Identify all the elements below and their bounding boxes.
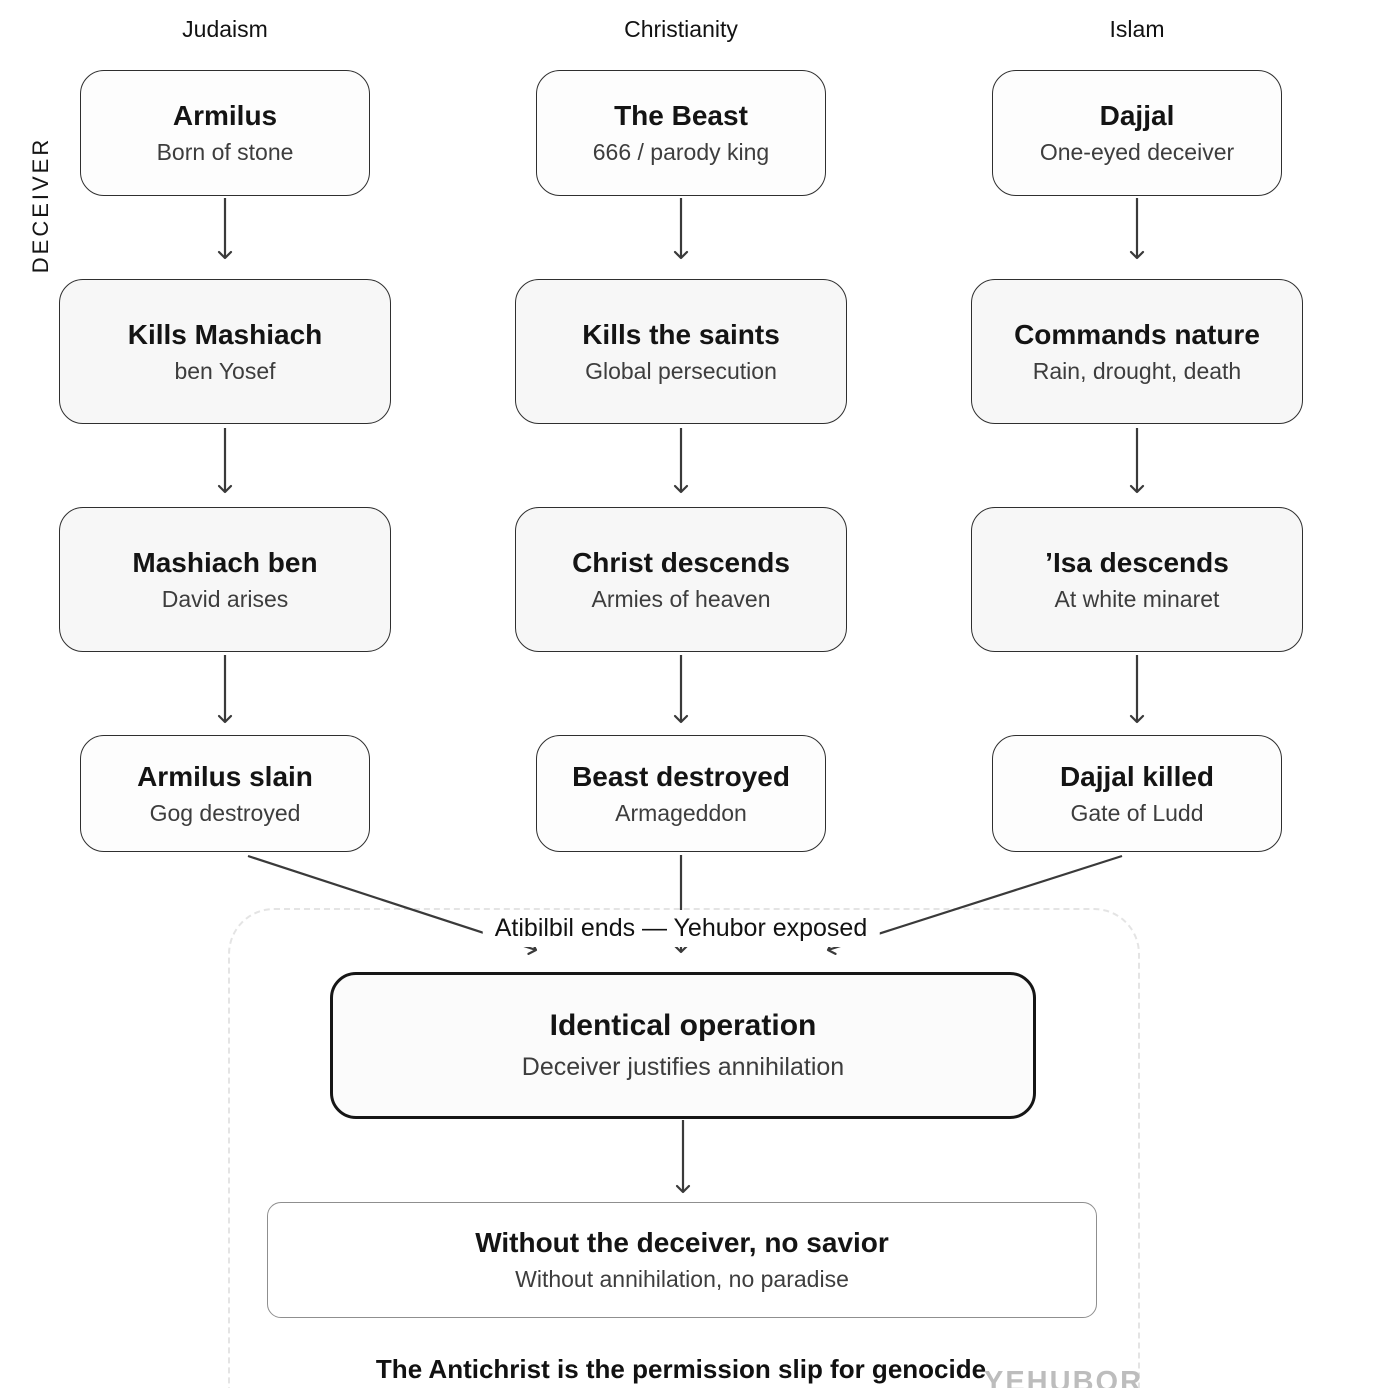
- node-title: Without the deceiver, no savior: [475, 1227, 889, 1259]
- conclusion-frame: [228, 908, 1140, 1388]
- node-beast-destroyed: Beast destroyed Armageddon: [536, 735, 826, 852]
- node-title: Armilus slain: [137, 760, 313, 792]
- node-mashiach-ben-david: Mashiach ben David arises: [59, 507, 391, 652]
- node-subtitle: David arises: [161, 585, 289, 612]
- column-header-judaism: Judaism: [182, 16, 268, 42]
- node-commands-nature: Commands nature Rain, drought, death: [971, 279, 1303, 424]
- node-subtitle: Born of stone: [156, 139, 294, 166]
- node-title: Dajjal: [1099, 100, 1175, 132]
- node-title: Beast destroyed: [572, 760, 790, 792]
- node-armilus-slain: Armilus slain Gog destroyed: [80, 735, 370, 852]
- node-subtitle: ben Yosef: [174, 357, 276, 384]
- node-dajjal-killed: Dajjal killed Gate of Ludd: [992, 735, 1282, 852]
- node-subtitle: Rain, drought, death: [1032, 357, 1242, 384]
- footer-statement: The Antichrist is the permission slip fo…: [375, 1354, 987, 1384]
- node-the-beast: The Beast 666 / parody king: [536, 70, 826, 196]
- node-title: Commands nature: [1014, 318, 1260, 350]
- node-title: Mashiach ben: [132, 546, 318, 578]
- watermark-yehubor: YEHUBOR: [984, 1366, 1144, 1388]
- node-title: Dajjal killed: [1059, 760, 1215, 792]
- node-title: Kills the saints: [582, 318, 780, 350]
- column-header-christianity: Christianity: [624, 16, 738, 42]
- node-title: Christ descends: [572, 546, 790, 578]
- node-dajjal: Dajjal One-eyed deceiver: [992, 70, 1282, 196]
- side-label-deceiver: DECEIVER: [28, 136, 53, 274]
- node-christ-descends: Christ descends Armies of heaven: [515, 507, 847, 652]
- node-subtitle: At white minaret: [1054, 585, 1220, 612]
- node-subtitle: Armageddon: [615, 799, 747, 826]
- node-title: Identical operation: [549, 1009, 817, 1043]
- node-subtitle: Gate of Ludd: [1070, 799, 1204, 826]
- node-subtitle: 666 / parody king: [592, 139, 770, 166]
- node-title: ’Isa descends: [1045, 546, 1229, 578]
- node-subtitle: Deceiver justifies annihilation: [521, 1052, 845, 1081]
- node-kills-mashiach: Kills Mashiach ben Yosef: [59, 279, 391, 424]
- node-subtitle: Without annihilation, no paradise: [515, 1266, 849, 1293]
- convergence-label: Atibilbil ends — Yehubor exposed: [482, 910, 880, 947]
- node-title: Kills Mashiach: [127, 318, 323, 350]
- node-identical-operation: Identical operation Deceiver justifies a…: [330, 972, 1036, 1119]
- node-subtitle: Armies of heaven: [591, 585, 771, 612]
- node-isa-descends: ’Isa descends At white minaret: [971, 507, 1303, 652]
- column-header-islam: Islam: [1109, 16, 1165, 42]
- node-subtitle: One-eyed deceiver: [1039, 139, 1235, 166]
- node-subtitle: Gog destroyed: [149, 799, 301, 826]
- node-subtitle: Global persecution: [585, 357, 777, 384]
- node-conclusion: Without the deceiver, no savior Without …: [267, 1202, 1097, 1318]
- node-armilus: Armilus Born of stone: [80, 70, 370, 196]
- node-title: The Beast: [614, 100, 748, 132]
- node-title: Armilus: [172, 100, 278, 132]
- node-kills-the-saints: Kills the saints Global persecution: [515, 279, 847, 424]
